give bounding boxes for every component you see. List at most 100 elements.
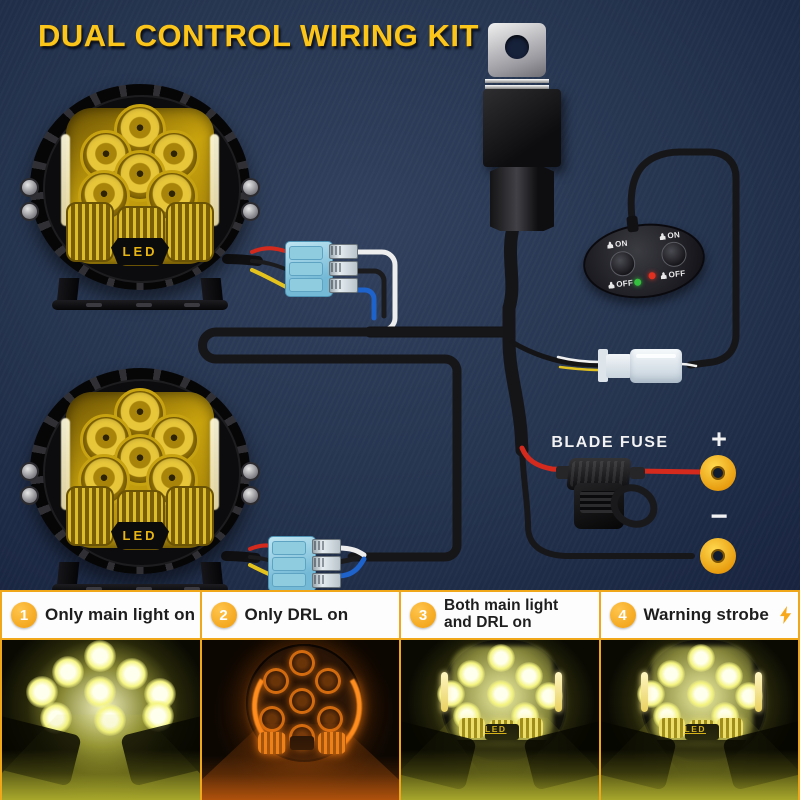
quick-connector-bottom bbox=[268, 536, 342, 592]
connector-strand-white-left bbox=[556, 355, 603, 364]
ring-terminal-positive bbox=[700, 455, 736, 491]
bracket-slot bbox=[86, 587, 102, 591]
mounting-bracket bbox=[52, 562, 228, 594]
output-wire-blue-top bbox=[349, 287, 377, 321]
flood-lens bbox=[166, 202, 214, 262]
relay-box bbox=[483, 89, 561, 167]
switch-left-off-label: OFF bbox=[608, 278, 634, 290]
output-wire-blue-bottom bbox=[335, 556, 367, 579]
number-badge: 2 bbox=[210, 602, 237, 628]
drl-strip-left bbox=[61, 134, 70, 226]
number-badge: 3 bbox=[410, 602, 436, 628]
led-badge: LED bbox=[111, 522, 169, 549]
mode-label: 2 Only DRL on bbox=[201, 592, 399, 640]
tab-trim bbox=[485, 85, 549, 89]
mode-panel-warning-strobe: 4 Warning strobe LED bbox=[598, 592, 800, 800]
mode-label: 1 Only main light on bbox=[2, 592, 200, 640]
led-badge-text: LED bbox=[122, 528, 158, 543]
relay-module bbox=[455, 15, 589, 231]
flood-lens bbox=[66, 202, 114, 262]
side-bolt-icon bbox=[20, 178, 39, 197]
switch-right-on-label: ON bbox=[659, 230, 681, 241]
connector-slot bbox=[289, 262, 323, 276]
number-badge: 1 bbox=[11, 602, 37, 628]
spade-terminal bbox=[312, 556, 341, 571]
number-badge: 4 bbox=[609, 602, 636, 628]
connector-strand-yellow-left bbox=[558, 365, 603, 372]
mounting-bracket bbox=[52, 278, 228, 310]
fuse-output-wire bbox=[633, 468, 703, 475]
drl-strip-right bbox=[210, 134, 219, 226]
flood-lens bbox=[166, 486, 214, 546]
ground-wire bbox=[519, 447, 695, 559]
switch-plug-connector bbox=[598, 346, 686, 386]
connector-branch-cable bbox=[509, 339, 603, 368]
bracket-slot bbox=[184, 303, 200, 307]
spade-terminal bbox=[329, 244, 358, 259]
spade-terminal bbox=[329, 278, 358, 293]
blade-fuse-holder bbox=[552, 455, 666, 540]
spade-terminal bbox=[329, 261, 358, 276]
poster-title: DUAL CONTROL WIRING KIT bbox=[38, 18, 479, 53]
drl-strip-left bbox=[61, 418, 70, 510]
bracket-slot bbox=[86, 303, 102, 307]
lamp-user-icon bbox=[660, 272, 667, 280]
side-bolt-icon bbox=[241, 486, 260, 505]
switch-button-right bbox=[660, 240, 688, 269]
connector-slot bbox=[289, 278, 323, 292]
connector-slot bbox=[272, 557, 306, 571]
mode-photo-both-on: LED bbox=[401, 640, 599, 800]
tab-trim bbox=[485, 79, 549, 83]
spade-terminal bbox=[312, 573, 341, 588]
flood-lens bbox=[66, 486, 114, 546]
switch-right-off-label: OFF bbox=[660, 269, 686, 281]
fuse-wire-cap bbox=[630, 467, 645, 479]
mode-photo-warning-strobe: LED bbox=[600, 640, 798, 800]
connector-slot bbox=[272, 573, 306, 587]
red-indicator-icon bbox=[648, 271, 656, 280]
quick-connector-top bbox=[285, 241, 359, 297]
connector-slot bbox=[289, 246, 323, 260]
switch-button-left bbox=[608, 250, 637, 278]
drl-strip-right bbox=[210, 418, 219, 510]
output-wire-white-bottom bbox=[335, 545, 367, 558]
blade-fuse-label: BLADE FUSE bbox=[551, 434, 669, 451]
mode-strip: 1 Only main light on 2 Only DRL on bbox=[0, 590, 800, 800]
bracket-slot bbox=[136, 303, 152, 307]
led-badge: LED bbox=[485, 724, 519, 740]
switch-left-on-label: ON bbox=[607, 239, 628, 250]
switch-cable-stub bbox=[626, 215, 639, 233]
side-bolt-icon bbox=[20, 202, 39, 221]
connector-slot bbox=[272, 541, 306, 555]
relay-cable bbox=[502, 217, 529, 457]
output-wire-black-top bbox=[349, 268, 387, 319]
led-badge-text: LED bbox=[122, 244, 158, 259]
lamp-user-icon bbox=[607, 241, 614, 249]
led-pod-top: LED bbox=[20, 84, 260, 310]
connector-flange bbox=[598, 349, 608, 382]
lamp-user-icon bbox=[659, 233, 666, 241]
mode-label: 3 Both main light and DRL on bbox=[401, 592, 599, 640]
led-badge: LED bbox=[684, 724, 719, 740]
spade-terminal bbox=[312, 539, 341, 554]
mode-panel-drl-only: 2 Only DRL on bbox=[199, 592, 399, 800]
connector-female bbox=[630, 349, 682, 383]
side-bolt-icon bbox=[241, 462, 260, 481]
lightning-icon bbox=[779, 606, 792, 624]
mode-label: 4 Warning strobe bbox=[600, 592, 798, 640]
switch-cable bbox=[627, 148, 740, 369]
pod-lens: LED bbox=[61, 104, 219, 266]
green-indicator-icon bbox=[633, 278, 642, 287]
side-bolt-icon bbox=[241, 202, 260, 221]
fuse-holder-body bbox=[574, 483, 624, 529]
fuse-feed-wire bbox=[519, 445, 587, 474]
negative-terminal-label: − bbox=[710, 500, 728, 533]
led-badge: LED bbox=[111, 238, 169, 265]
mode-photo-main-only bbox=[2, 640, 200, 800]
bracket-slot bbox=[184, 587, 200, 591]
side-bolt-icon bbox=[20, 486, 39, 505]
mode-panel-main-only: 1 Only main light on bbox=[0, 592, 200, 800]
positive-terminal-label: + bbox=[711, 424, 727, 454]
